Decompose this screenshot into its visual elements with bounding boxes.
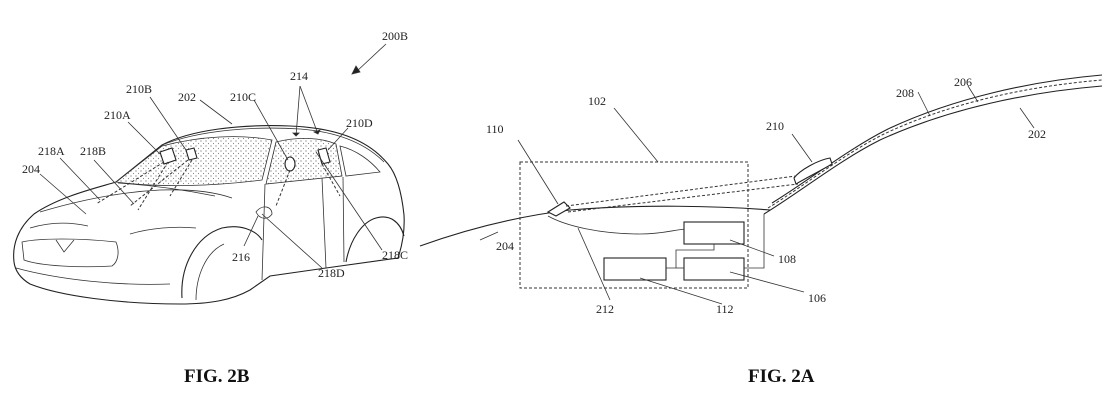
- label-210: 210: [766, 119, 784, 133]
- label-202: 202: [178, 90, 196, 104]
- module-112: [603, 257, 667, 281]
- caption-fig-2b: FIG. 2B: [184, 366, 250, 387]
- windshield: [115, 136, 273, 187]
- side-window-rear: [339, 145, 381, 177]
- label-108: 108: [778, 252, 796, 266]
- fig-2a-labels: 102 110 210 208 206 202 204 108 106 212 …: [486, 75, 1046, 316]
- label-218b: 218B: [80, 144, 106, 158]
- internal-conduit: [547, 215, 701, 235]
- label-206: 206: [954, 75, 972, 89]
- sensor-210-icon: [793, 157, 833, 185]
- windshield-outer-208: [771, 74, 1103, 204]
- label-214: 214: [290, 69, 308, 83]
- label-204: 204: [22, 162, 40, 176]
- label-106: 106: [808, 291, 826, 305]
- label-204-2a: 204: [496, 239, 514, 253]
- fig-2a-section: [419, 74, 1103, 305]
- hood-line: [39, 189, 233, 213]
- sensor-210b-icon: [185, 147, 198, 161]
- label-210b: 210B: [126, 82, 152, 96]
- label-218c: 218C: [382, 248, 408, 262]
- caption-fig-2a: FIG. 2A: [748, 366, 815, 387]
- windshield-layer-206: [767, 79, 1103, 209]
- windshield-inner-202: [763, 85, 1103, 215]
- module-106: [683, 257, 745, 281]
- rear-wheel: [345, 216, 405, 263]
- label-110: 110: [486, 122, 504, 136]
- label-218d: 218D: [318, 266, 345, 280]
- car-body-outline: [13, 125, 405, 305]
- label-112: 112: [716, 302, 734, 316]
- front-wheel: [181, 226, 263, 299]
- fig-2b-vehicle: [13, 43, 405, 305]
- module-108: [683, 221, 745, 245]
- hood-curve-204: [419, 205, 771, 247]
- label-208: 208: [896, 86, 914, 100]
- fig-2b-labels: 200B 214 210B 202 210C 210A 210D 218A 21…: [22, 29, 408, 280]
- sensor-210a-icon: [159, 147, 177, 165]
- system-boundary-102: [519, 161, 749, 289]
- label-216: 216: [232, 250, 250, 264]
- side-window-front: [265, 138, 343, 185]
- label-102: 102: [588, 94, 606, 108]
- label-212: 212: [596, 302, 614, 316]
- label-218a: 218A: [38, 144, 65, 158]
- label-200b: 200B: [382, 29, 408, 43]
- sensor-210c-icon: [284, 156, 296, 172]
- label-210c: 210C: [230, 90, 256, 104]
- sensor-110-icon: [546, 201, 571, 217]
- label-210a: 210A: [104, 108, 131, 122]
- side-mirror: [255, 206, 273, 219]
- label-210d: 210D: [346, 116, 373, 130]
- label-202-2a: 202: [1028, 127, 1046, 141]
- front-grille: [21, 238, 119, 268]
